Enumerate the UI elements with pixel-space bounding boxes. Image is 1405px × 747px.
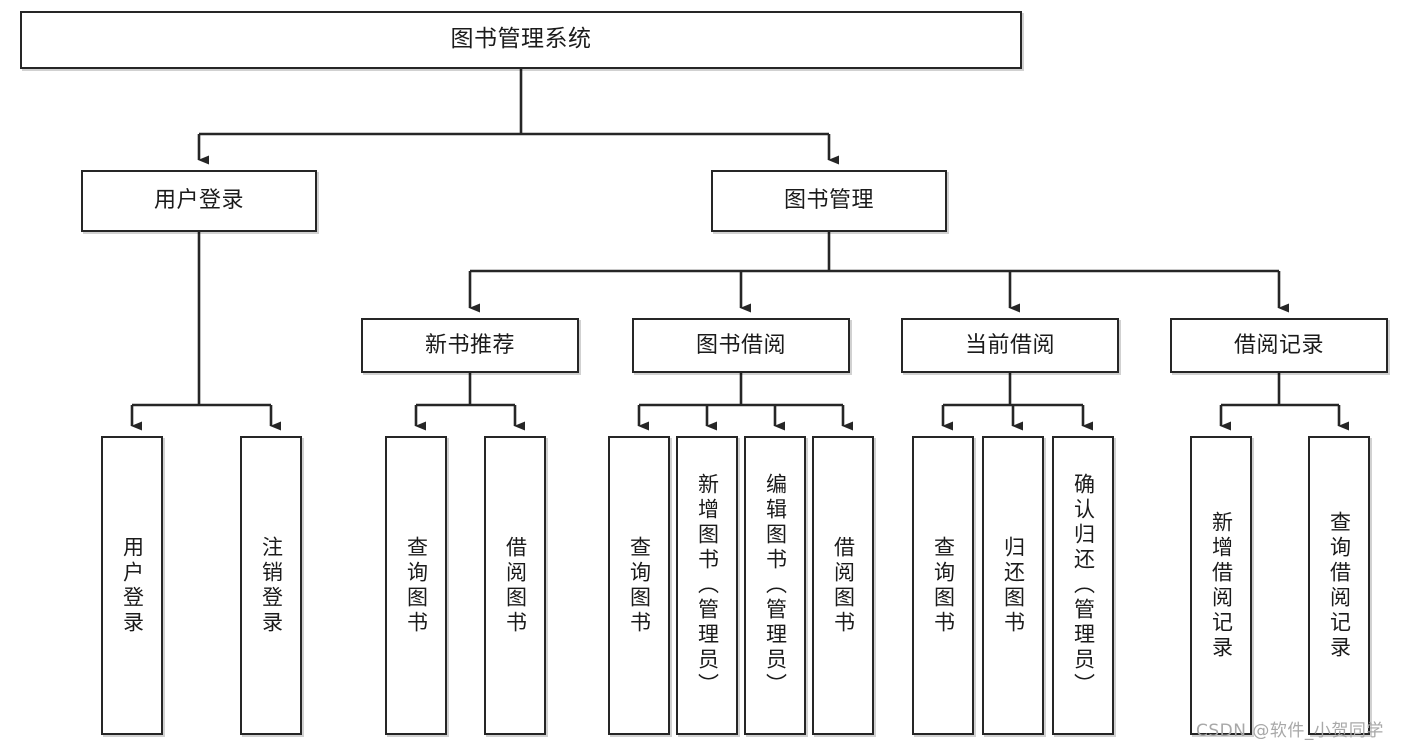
node-leaf-query-record[interactable]: 查询借阅记录 xyxy=(1308,436,1370,735)
node-leaf-confirm-return-label: 确认归还（管理员） xyxy=(1071,473,1096,698)
node-leaf-query-book-1[interactable]: 查询图书 xyxy=(385,436,447,735)
watermark: CSDN @软件_小贺同学 xyxy=(1196,721,1384,741)
node-leaf-borrow-book-2[interactable]: 借阅图书 xyxy=(812,436,874,735)
node-leaf-add-book[interactable]: 新增图书（管理员） xyxy=(676,436,738,735)
node-leaf-query-book-2-label: 查询图书 xyxy=(627,535,652,636)
node-leaf-logout-label: 注销登录 xyxy=(259,535,284,636)
node-root[interactable]: 图书管理系统 xyxy=(20,11,1022,69)
node-book-borrow[interactable]: 图书借阅 xyxy=(632,318,850,373)
node-leaf-user-login[interactable]: 用户登录 xyxy=(101,436,163,735)
node-leaf-query-book-3[interactable]: 查询图书 xyxy=(912,436,974,735)
edge-group-book-borrow xyxy=(637,373,853,431)
node-new-book-rec[interactable]: 新书推荐 xyxy=(361,318,579,373)
node-book-borrow-label: 图书借阅 xyxy=(695,332,786,358)
node-leaf-add-book-label: 新增图书（管理员） xyxy=(695,473,720,698)
node-leaf-query-record-label: 查询借阅记录 xyxy=(1327,510,1352,661)
edge-group-current-borrow xyxy=(941,373,1093,431)
node-current-borrow[interactable]: 当前借阅 xyxy=(901,318,1119,373)
node-borrow-record-label: 借阅记录 xyxy=(1233,332,1324,358)
node-current-borrow-label: 当前借阅 xyxy=(964,332,1055,358)
node-new-book-rec-label: 新书推荐 xyxy=(424,332,515,358)
node-leaf-borrow-book-1[interactable]: 借阅图书 xyxy=(484,436,546,735)
node-user-login-label: 用户登录 xyxy=(153,188,244,214)
node-leaf-borrow-book-2-label: 借阅图书 xyxy=(831,535,856,636)
node-book-manage[interactable]: 图书管理 xyxy=(711,170,947,232)
node-book-manage-label: 图书管理 xyxy=(783,188,874,214)
node-leaf-query-book-3-label: 查询图书 xyxy=(931,535,956,636)
node-leaf-borrow-book-1-label: 借阅图书 xyxy=(503,535,528,636)
node-leaf-return-book[interactable]: 归还图书 xyxy=(982,436,1044,735)
node-leaf-user-login-label: 用户登录 xyxy=(120,535,145,636)
edge-group-borrow-record xyxy=(1219,373,1349,431)
node-leaf-confirm-return[interactable]: 确认归还（管理员） xyxy=(1052,436,1114,735)
node-leaf-query-book-1-label: 查询图书 xyxy=(404,535,429,636)
node-user-login[interactable]: 用户登录 xyxy=(81,170,317,232)
node-leaf-edit-book-label: 编辑图书（管理员） xyxy=(763,473,788,698)
node-borrow-record[interactable]: 借阅记录 xyxy=(1170,318,1388,373)
node-leaf-return-book-label: 归还图书 xyxy=(1001,535,1026,636)
edge-group-book-manage xyxy=(468,232,1289,313)
node-leaf-edit-book[interactable]: 编辑图书（管理员） xyxy=(744,436,806,735)
edge-group-new-book-rec xyxy=(414,373,525,431)
node-leaf-add-record-label: 新增借阅记录 xyxy=(1209,510,1234,661)
edge-group-user-login xyxy=(130,232,281,431)
node-leaf-query-book-2[interactable]: 查询图书 xyxy=(608,436,670,735)
edge-group-root xyxy=(197,69,839,165)
node-leaf-logout[interactable]: 注销登录 xyxy=(240,436,302,735)
node-root-label: 图书管理系统 xyxy=(450,26,592,53)
node-leaf-add-record[interactable]: 新增借阅记录 xyxy=(1190,436,1252,735)
